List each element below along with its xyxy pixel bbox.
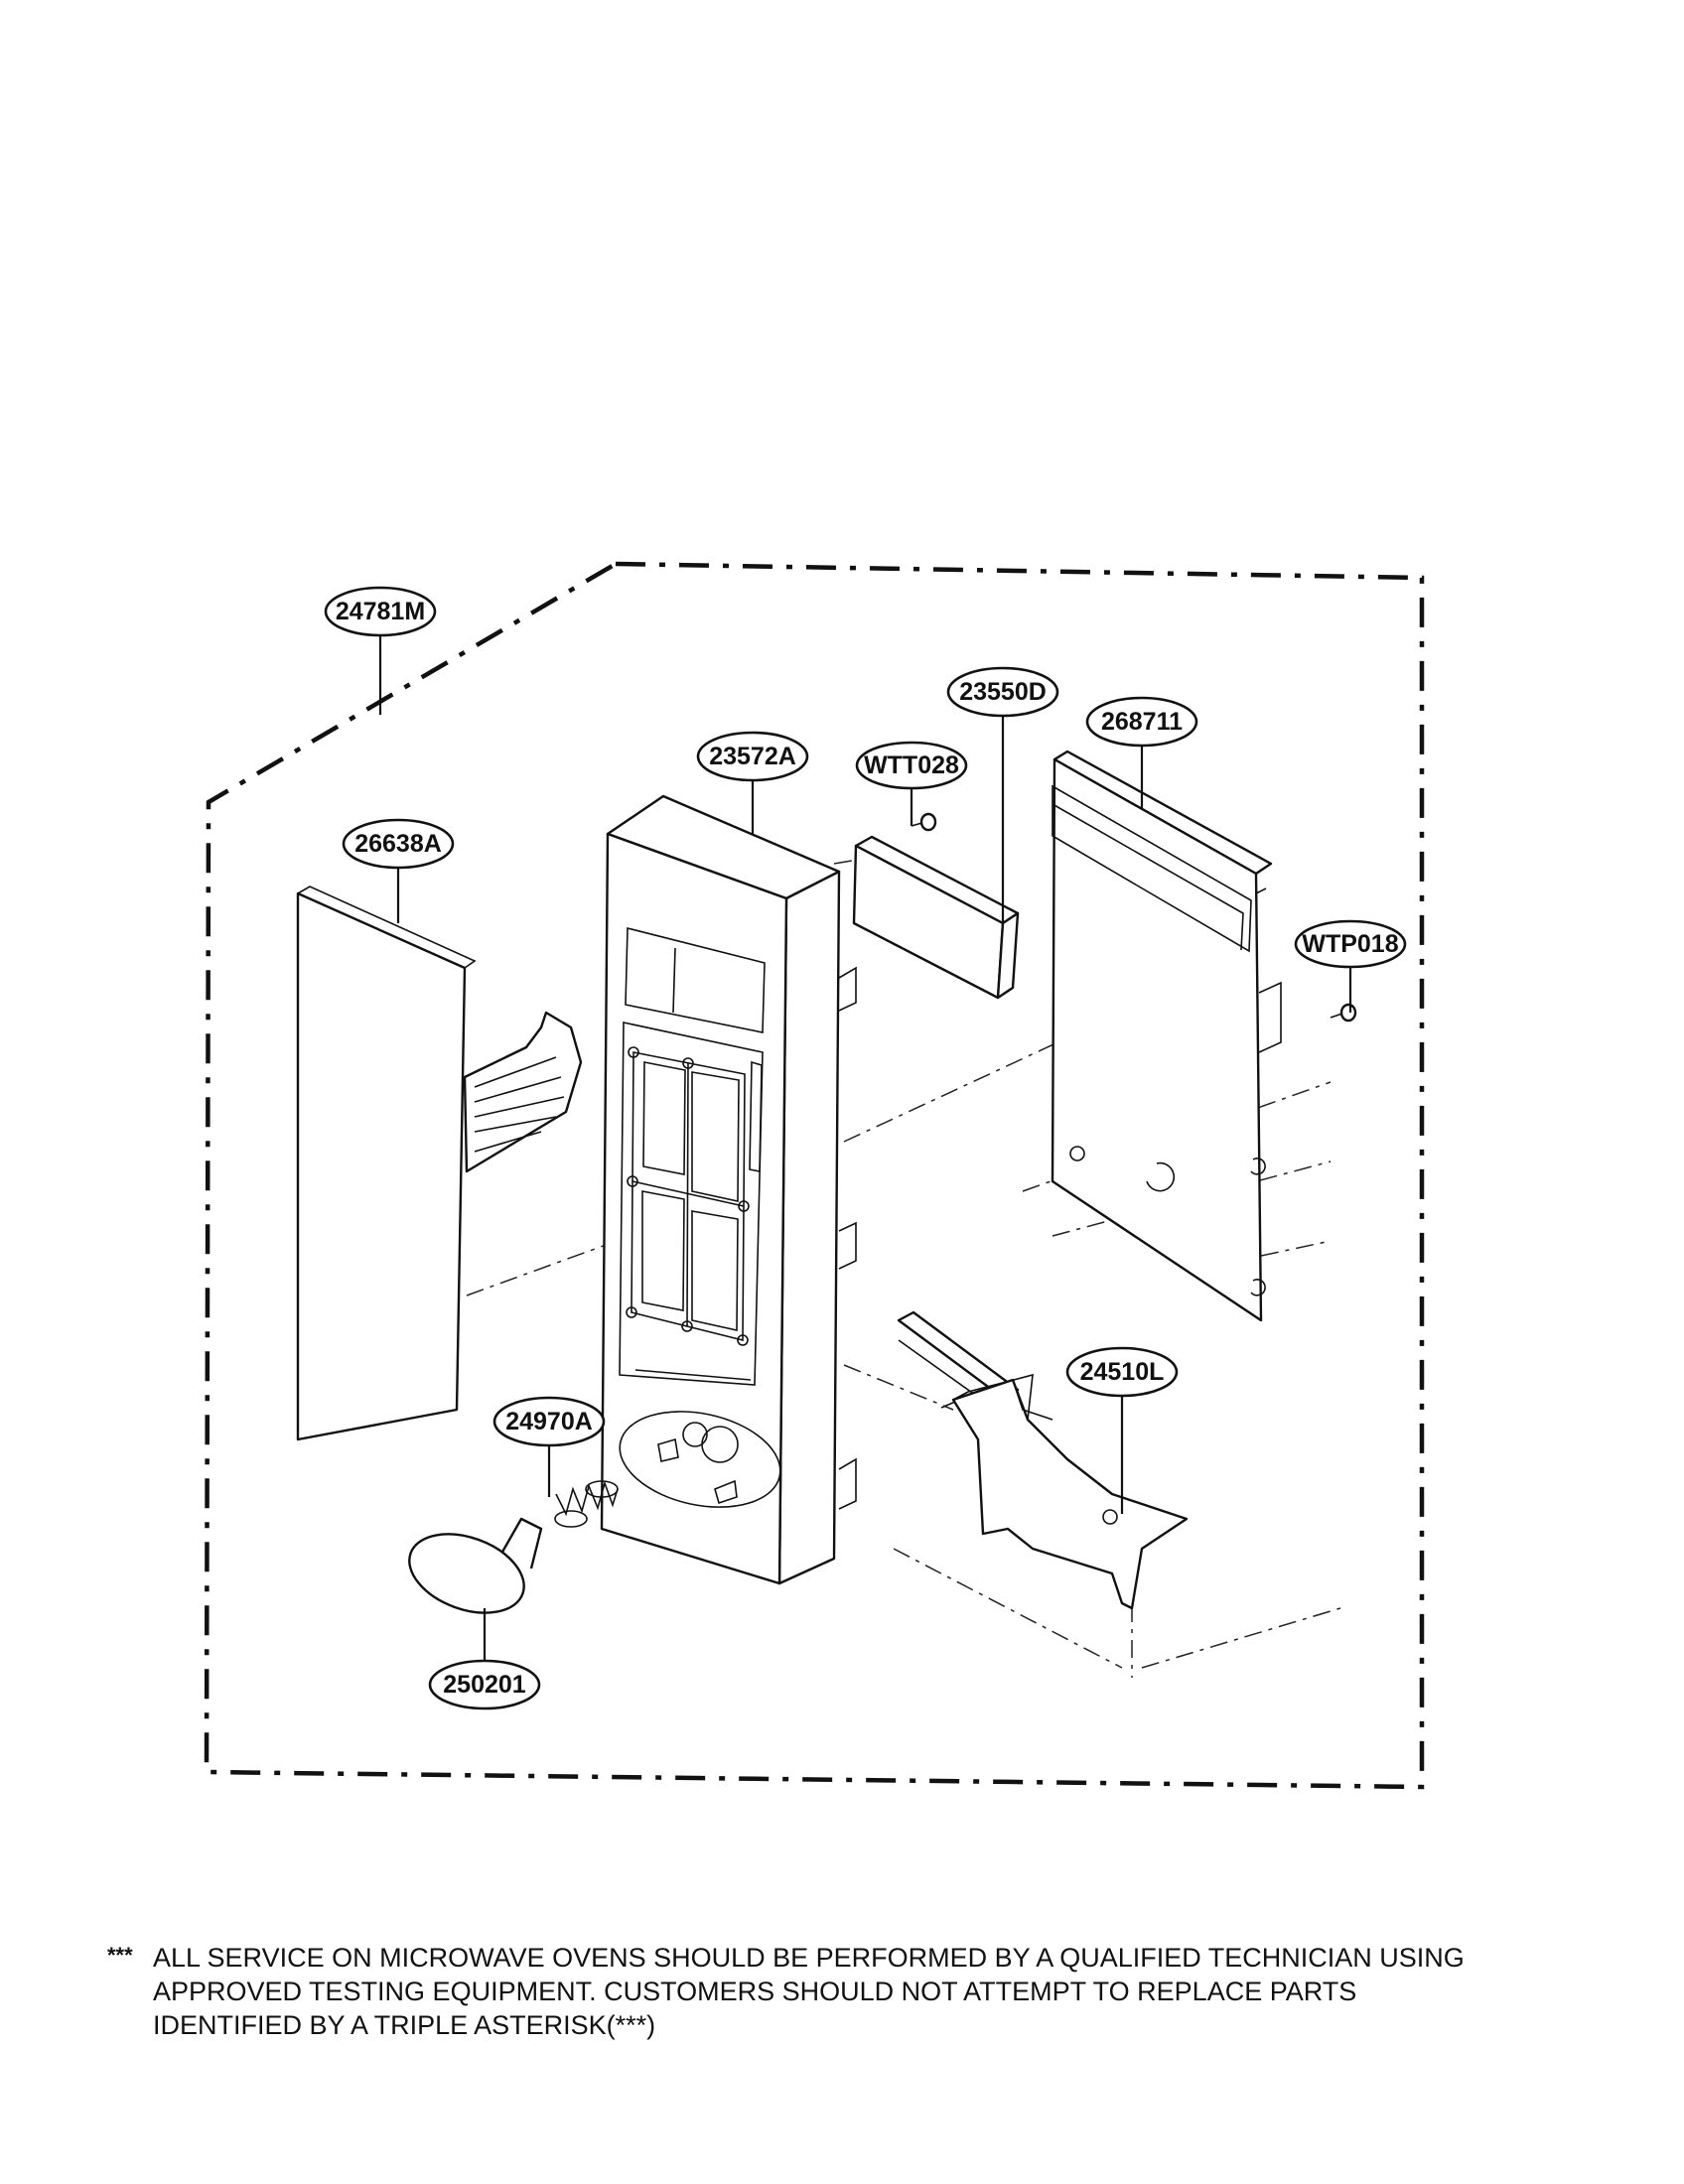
note-line-2: APPROVED TESTING EQUIPMENT. CUSTOMERS SH… <box>153 1977 1357 2006</box>
service-warning-note: *** ALL SERVICE ON MICROWAVE OVENS SHOUL… <box>107 1941 1597 2042</box>
callout-268711-label: 268711 <box>1101 708 1183 736</box>
note-line-1: ALL SERVICE ON MICROWAVE OVENS SHOULD BE… <box>153 1943 1465 1973</box>
door-lever <box>897 1310 1189 1610</box>
assembly-boundary <box>204 561 1425 1790</box>
display-window <box>852 835 1020 1000</box>
callout-24781M-label: 24781M <box>336 598 425 625</box>
callout-24970A-label: 24970A <box>505 1408 593 1435</box>
callout-WTP018-label: WTP018 <box>1302 930 1398 958</box>
callout-23550D: 23550D <box>946 666 1059 718</box>
door-button-recess <box>619 1411 781 1508</box>
control-panel-frame <box>600 794 857 1585</box>
door-button <box>408 1517 543 1614</box>
spring <box>554 1480 619 1528</box>
callout-23572A: 23572A <box>696 731 809 782</box>
callout-26638A-label: 26638A <box>354 830 442 858</box>
leader-lines <box>378 636 1352 1661</box>
callout-268711: 268711 <box>1085 696 1198 748</box>
callout-24510L: 24510L <box>1065 1346 1179 1398</box>
callout-WTP018: WTP018 <box>1294 919 1407 969</box>
callout-250201: 250201 <box>428 1659 541 1710</box>
callout-WTT028-label: WTT028 <box>864 751 959 779</box>
callout-250201-label: 250201 <box>443 1671 526 1699</box>
callout-23572A-label: 23572A <box>709 743 796 770</box>
screw-wtp018 <box>1330 1003 1357 1023</box>
pcb-board <box>1051 750 1282 1322</box>
callout-24970A: 24970A <box>492 1396 606 1447</box>
membrane-keypad-sheet <box>296 886 583 1441</box>
keypad-grid <box>626 1046 763 1346</box>
callout-24781M: 24781M <box>324 586 437 637</box>
screw-wtt028 <box>911 812 937 832</box>
triple-asterisk-marker: *** <box>107 1943 133 1968</box>
callout-24510L-label: 24510L <box>1080 1358 1165 1386</box>
note-line-3: IDENTIFIED BY A TRIPLE ASTERISK(***) <box>153 2010 656 2040</box>
callout-23550D-label: 23550D <box>959 678 1047 706</box>
callout-26638A: 26638A <box>342 818 455 870</box>
callout-WTT028: WTT028 <box>855 741 968 790</box>
